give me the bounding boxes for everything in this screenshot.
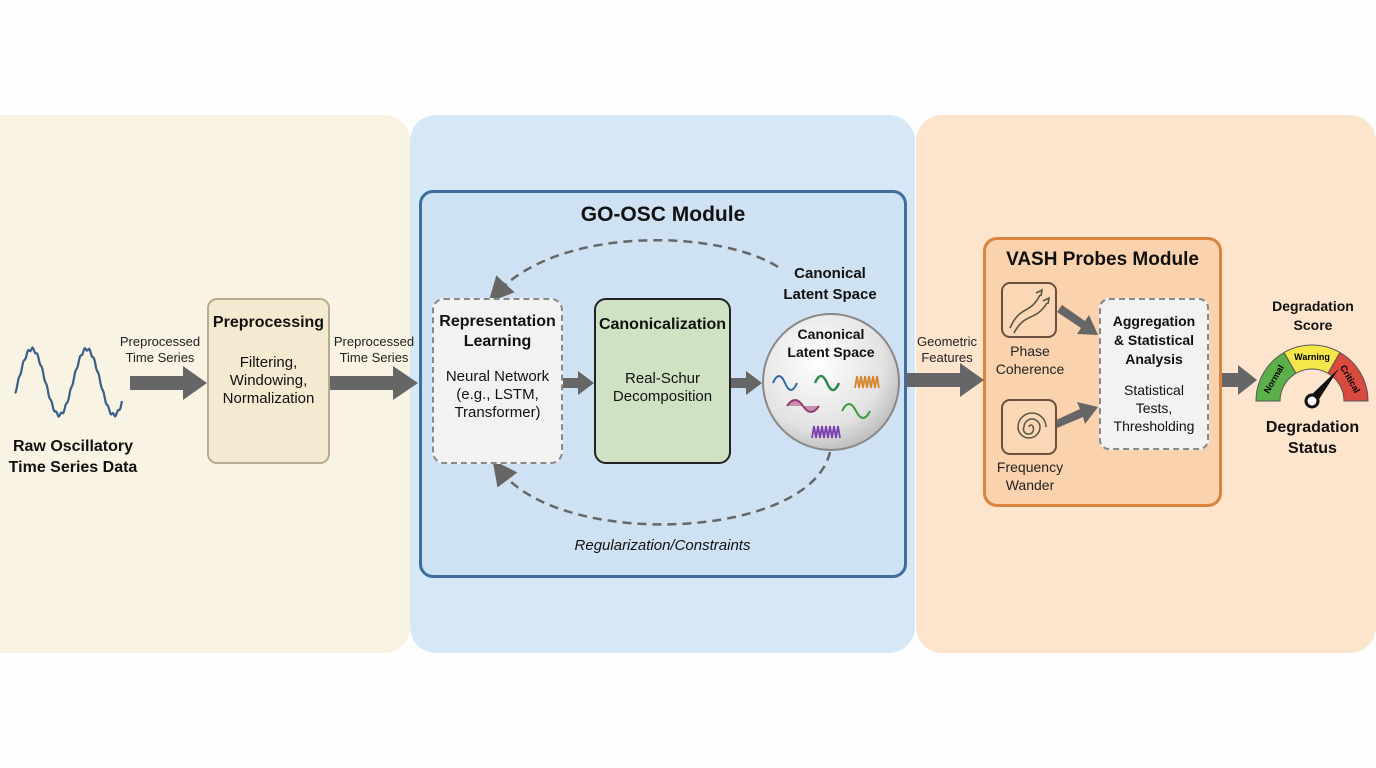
preprocessing-title: Preprocessing xyxy=(212,314,325,331)
arrow-phase-to-aggregation xyxy=(1057,305,1098,335)
raw-input-label: Raw Oscillatory Time Series Data xyxy=(8,438,138,476)
phase-coherence-icon-frame xyxy=(1001,282,1057,338)
feedback-top-label: Canonical Latent Space xyxy=(783,265,877,303)
arrow-canonicalization-to-latent xyxy=(731,371,762,395)
vash-title: VASH Probes Module xyxy=(1006,249,1199,270)
arrow-latent-to-vash xyxy=(907,363,984,397)
arrow-representation-to-canonicalization xyxy=(563,371,594,395)
canonical-latent-space-sphere xyxy=(762,313,900,451)
latent-wave-purple-icon xyxy=(786,399,820,413)
arrow-frequency-to-aggregation xyxy=(1054,402,1098,428)
latent-wave-green2-icon xyxy=(841,403,871,419)
latent-wave-orange-icon xyxy=(854,375,880,389)
latent-space-label: Canonical Latent Space xyxy=(787,326,875,360)
frequency-wander-spiral-icon xyxy=(1017,412,1047,439)
feedback-arc-bottom xyxy=(492,451,832,526)
degradation-status-title: Degradation Status xyxy=(1265,419,1360,457)
feedback-bottom-label: Regularization/Constraints xyxy=(574,537,751,554)
preprocessing-box[interactable]: Preprocessing Filtering, Windowing, Norm… xyxy=(207,298,330,464)
aggregation-box[interactable]: Aggregation & Statistical Analysis Stati… xyxy=(1099,298,1209,450)
arrow-preprocessing-to-representation xyxy=(330,366,418,400)
feedback-arc-top xyxy=(488,238,779,303)
degradation-score-title: Degradation Score xyxy=(1272,298,1354,333)
arrow-vash-to-gauge xyxy=(1222,365,1257,395)
canonicalization-box[interactable]: Canonicalization Real-Schur Decompositio… xyxy=(594,298,731,464)
latent-wave-violet-icon xyxy=(811,425,841,439)
gauge-zone-critical xyxy=(1327,351,1369,402)
phase-coherence-icon xyxy=(1009,294,1048,334)
gauge-hub xyxy=(1304,393,1320,409)
go-osc-title: GO-OSC Module xyxy=(580,203,746,226)
latent-wave-green-icon xyxy=(813,374,841,392)
arrow-raw-to-preprocessing xyxy=(130,366,207,400)
gauge-zone-label-warning: Warning xyxy=(1294,352,1330,362)
representation-learning-box[interactable]: Representation Learning Neural Network (… xyxy=(432,298,563,464)
flow-arrows xyxy=(130,305,1257,428)
raw-signal-wave-icon xyxy=(14,345,124,419)
latent-wave-blue-icon xyxy=(772,375,798,391)
preprocessing-desc: Filtering, Windowing, Normalization xyxy=(222,354,315,407)
